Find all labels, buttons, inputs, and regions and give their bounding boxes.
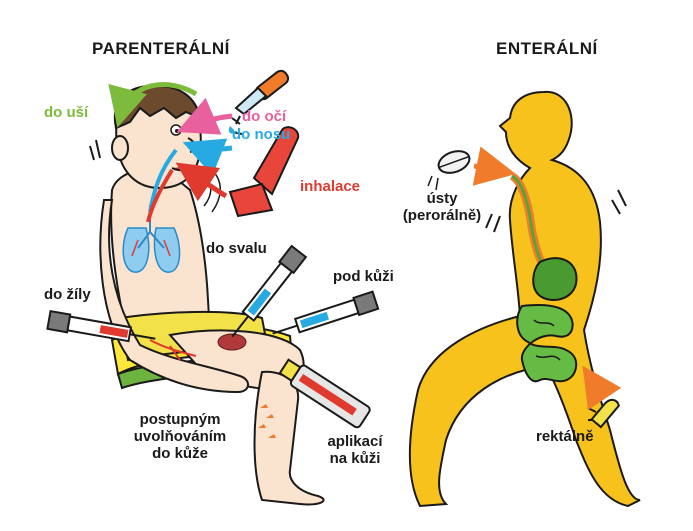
pill [436,147,473,177]
enteral-body [410,92,640,506]
header-parenteral: PARENTERÁLNÍ [92,40,230,57]
label-topical-line-2: na kůži [315,450,395,467]
label-oral: ústy (perorálně) [392,190,492,224]
label-transdermal-line-2: uvolňováním [122,428,238,445]
arrow-nose [192,146,232,149]
label-ears: do uší [44,104,88,121]
label-eyes: do očí [242,108,286,125]
label-inhalation: inhalace [300,178,360,195]
stomach [533,258,576,300]
arrow-oral [474,166,506,172]
label-transdermal: postupným uvolňováním do kůže [122,411,238,462]
enteral-figure [410,92,640,506]
label-topical-line-1: aplikací [315,433,395,450]
lung-left [123,228,149,272]
label-vein: do žíly [44,286,91,303]
label-subcutaneous: pod kůži [333,268,394,285]
label-transdermal-line-3: do kůže [122,445,238,462]
label-oral-line-2: (perorálně) [392,207,492,224]
label-transdermal-line-1: postupným [122,411,238,428]
header-enteral: ENTERÁLNÍ [496,40,598,57]
label-muscle: do svalu [206,240,267,257]
label-topical: aplikací na kůži [315,433,395,467]
label-rectal: rektálně [536,428,594,445]
label-nose: do nosu [232,126,290,143]
label-oral-line-1: ústy [392,190,492,207]
